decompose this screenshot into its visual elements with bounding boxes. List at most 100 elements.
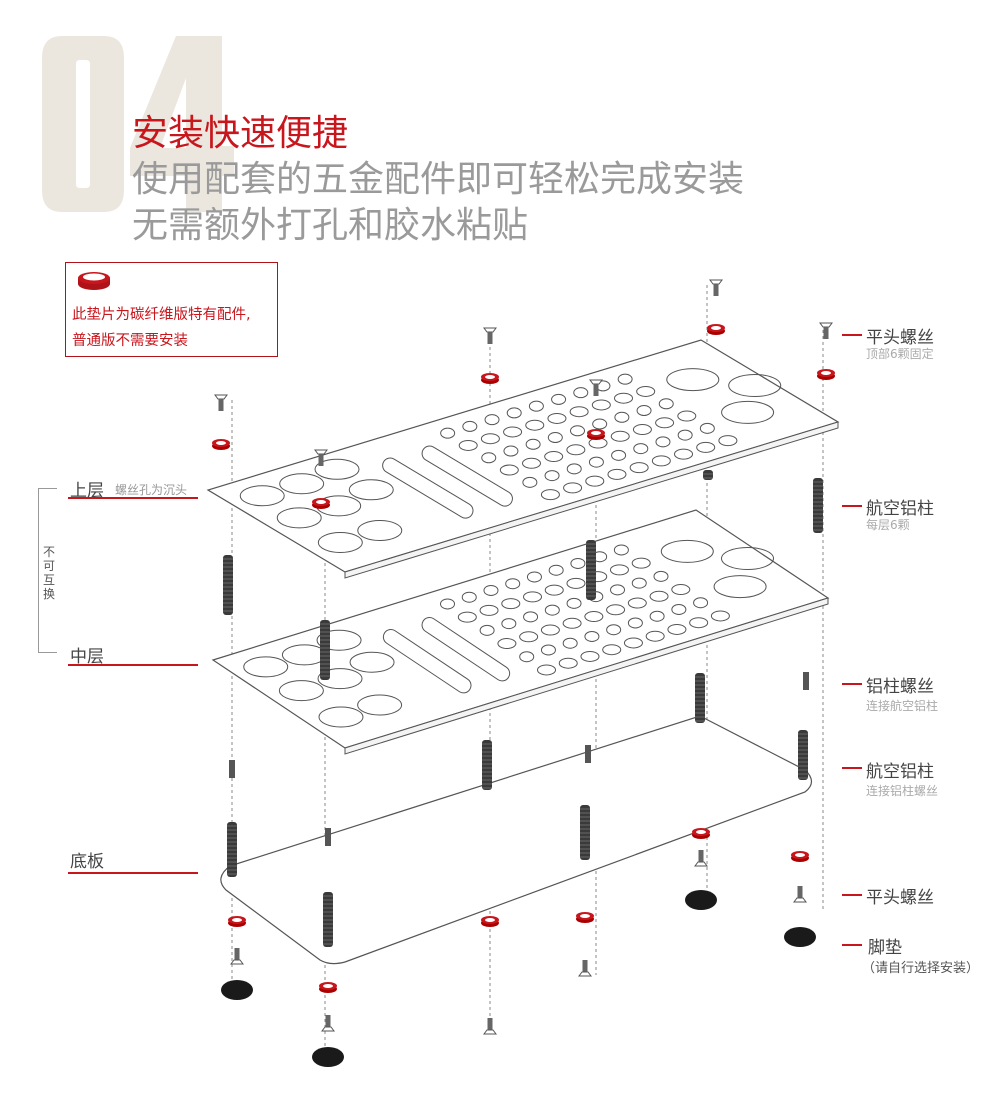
small-hole <box>614 392 634 404</box>
large-hole <box>318 706 364 728</box>
callout-note: 每层6颗 <box>866 518 910 532</box>
aluminum-post <box>695 673 705 723</box>
small-hole <box>658 398 674 410</box>
small-hole <box>544 584 564 596</box>
aluminum-post <box>798 730 808 780</box>
middle-plate-edge <box>344 597 829 755</box>
small-hole <box>649 610 665 622</box>
callout-aluminum-post: 航空铝柱 <box>866 499 934 519</box>
middle-layer-underline <box>68 664 198 666</box>
small-hole <box>570 557 586 569</box>
small-hole <box>677 410 697 422</box>
flat-screw-thread <box>318 454 324 466</box>
small-hole <box>558 657 578 669</box>
small-hole <box>677 429 693 441</box>
washer-hole <box>580 914 590 918</box>
small-hole <box>548 564 564 576</box>
flat-screw-thread <box>487 1018 493 1030</box>
washer-hole <box>711 326 721 330</box>
small-hole <box>584 630 600 642</box>
washer-icon <box>78 272 110 290</box>
small-hole <box>609 564 629 576</box>
small-hole <box>497 638 517 650</box>
small-hole <box>480 433 500 445</box>
small-hole <box>671 603 687 615</box>
small-hole <box>544 470 560 482</box>
small-hole <box>613 544 629 556</box>
small-hole <box>544 604 560 616</box>
small-hole <box>519 651 535 663</box>
small-hole <box>592 418 608 430</box>
aluminum-post <box>813 478 823 533</box>
callout-dash <box>842 334 862 336</box>
small-hole <box>606 604 626 616</box>
callout-note: 连接铝柱螺丝 <box>866 784 939 798</box>
large-hole <box>721 547 775 570</box>
small-hole <box>614 411 630 423</box>
small-hole <box>631 577 647 589</box>
small-hole <box>671 584 691 596</box>
foot-pad <box>784 927 816 947</box>
small-hole <box>584 611 604 623</box>
callout-dash <box>842 944 862 946</box>
foot-pad <box>685 890 717 910</box>
washer-hole <box>821 371 831 375</box>
flat-screw-head <box>694 861 708 867</box>
large-hole <box>660 539 714 563</box>
small-hole <box>655 436 671 448</box>
callout-flat-screw-top: 平头螺丝 <box>866 328 934 348</box>
flat-screw-head <box>483 327 497 333</box>
small-hole <box>710 610 730 622</box>
aluminum-post <box>703 470 713 480</box>
small-hole <box>693 597 709 609</box>
small-hole <box>689 617 709 629</box>
aluminum-post <box>580 805 590 860</box>
post-screw <box>229 760 235 778</box>
small-hole <box>481 452 497 464</box>
small-hole <box>623 637 643 649</box>
flat-screw-thread <box>797 886 803 898</box>
aluminum-post <box>586 540 596 600</box>
callout-foot-pad: 脚垫 <box>868 938 902 958</box>
small-hole <box>566 463 582 475</box>
bottom-plate-underline <box>68 872 198 874</box>
callout-dash <box>842 505 862 507</box>
flat-screw-thread <box>325 1015 331 1027</box>
small-hole <box>674 448 694 460</box>
small-hole <box>636 405 652 417</box>
large-hole <box>666 368 720 392</box>
small-hole <box>653 570 669 582</box>
small-hole <box>602 644 622 656</box>
note-line-2: 普通版不需要安装 <box>72 333 188 349</box>
flat-screw-head <box>589 379 603 385</box>
small-hole <box>667 623 687 635</box>
large-hole <box>317 532 363 553</box>
post-screw <box>803 672 809 690</box>
small-hole <box>649 590 669 602</box>
slot-inner <box>422 446 512 506</box>
small-hole <box>607 468 627 480</box>
aluminum-post <box>323 892 333 947</box>
flat-screw-thread <box>487 332 493 344</box>
small-hole <box>573 387 589 399</box>
small-hole <box>627 597 647 609</box>
callout-flat-screw-bottom: 平头螺丝 <box>866 888 934 908</box>
small-hole <box>440 598 456 610</box>
aluminum-post <box>227 822 237 877</box>
callout-aluminum-post-bottom: 航空铝柱 <box>866 762 934 782</box>
small-hole <box>551 393 567 405</box>
bottom-plate <box>220 715 813 965</box>
small-hole <box>537 664 557 676</box>
small-hole <box>506 407 522 419</box>
flat-screw-thread <box>593 384 599 396</box>
small-hole <box>503 445 519 457</box>
small-hole <box>484 414 500 426</box>
small-hole <box>566 577 586 589</box>
small-hole <box>461 591 477 603</box>
callout-note: 顶部6颗固定 <box>866 347 934 361</box>
top-plate-edge <box>344 421 839 579</box>
large-hole <box>276 507 322 529</box>
subtitle-line-2: 无需额外打孔和胶水粘贴 <box>132 205 529 246</box>
foot-pad <box>221 980 253 1000</box>
